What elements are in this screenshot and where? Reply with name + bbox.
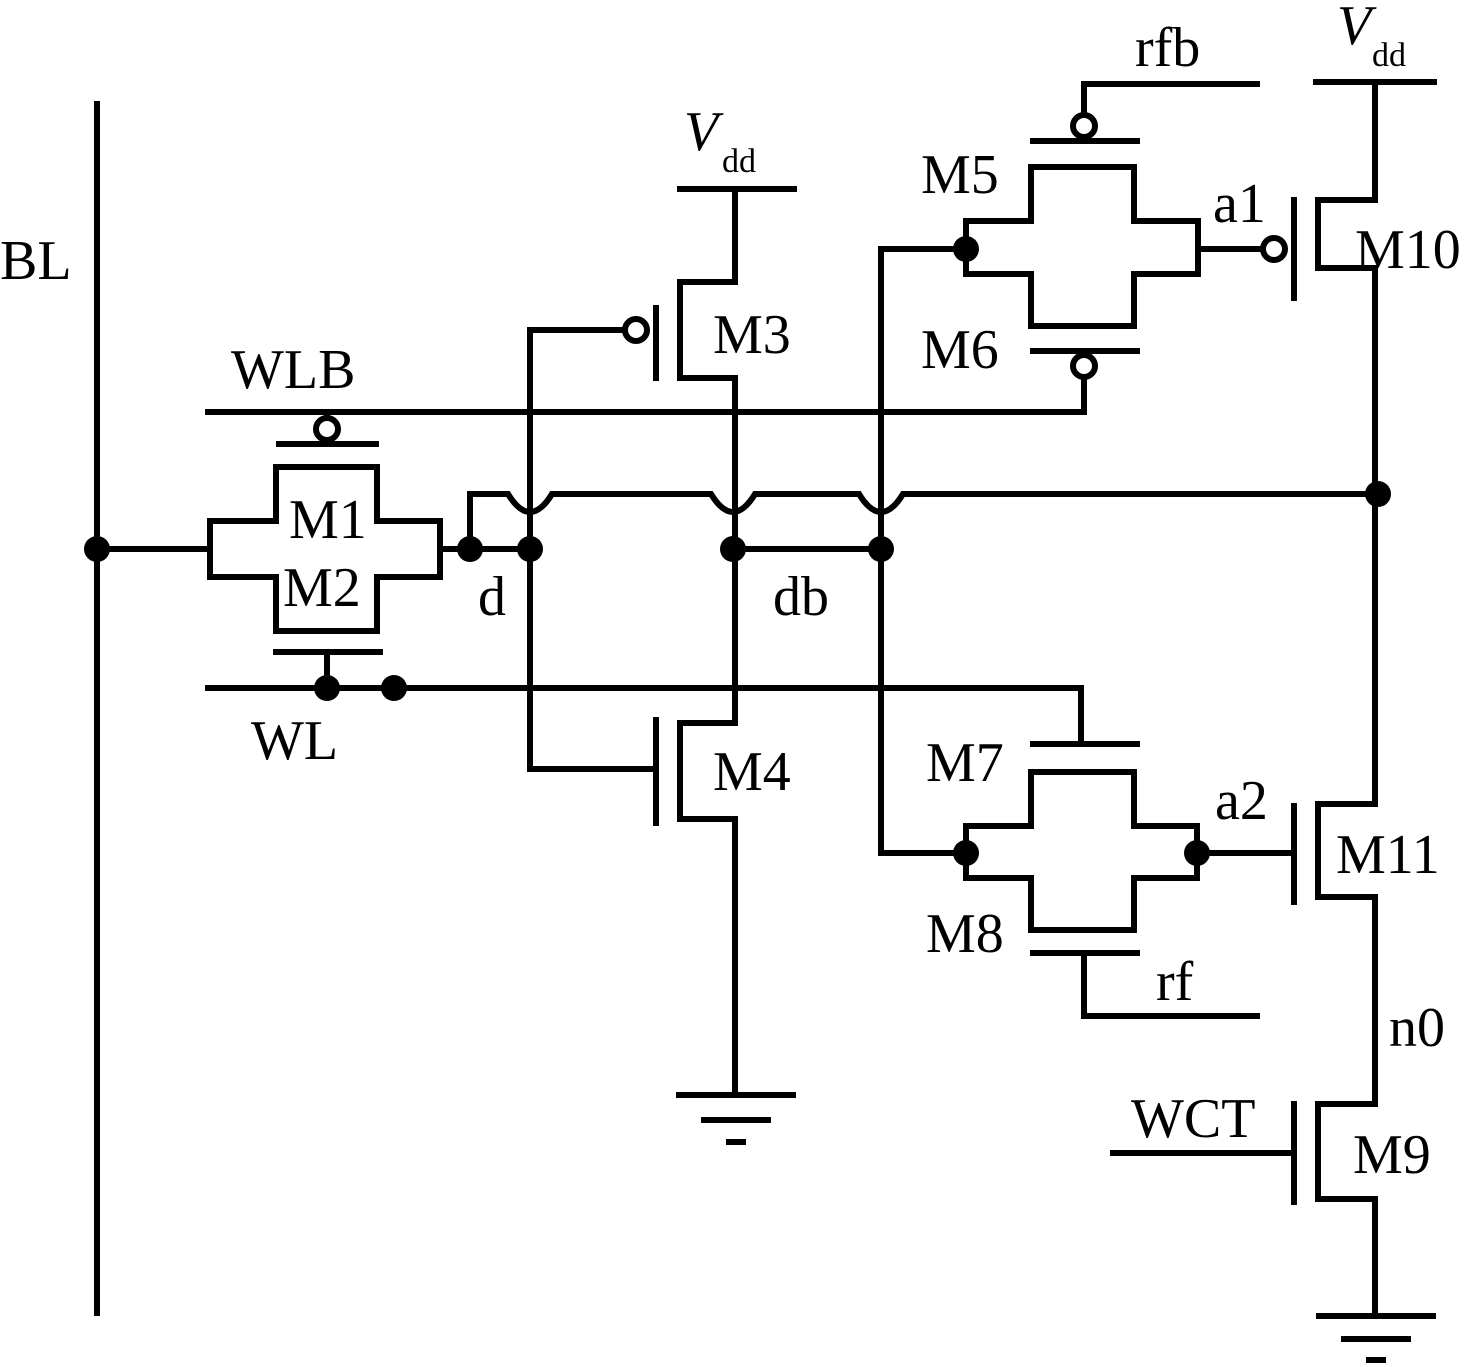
label-refresh: rf [1156, 951, 1194, 1013]
transistor-m3 [622, 186, 797, 381]
transistor-m10 [1195, 79, 1437, 301]
label-node-a2: a2 [1215, 770, 1268, 832]
label-m3: M3 [713, 304, 791, 366]
transistor-m9 [1110, 1101, 1378, 1319]
feedback-line [467, 481, 1391, 552]
transistor-m4 [653, 717, 738, 1098]
label-refresh-bar: rfb [1135, 17, 1200, 79]
transistor-m11 [1194, 801, 1378, 1107]
ground-symbol-right [1316, 1313, 1436, 1363]
label-node-a1: a1 [1213, 173, 1266, 235]
label-m2: M2 [283, 557, 361, 619]
label-m9: M9 [1353, 1124, 1431, 1186]
label-m7: M7 [926, 732, 1004, 794]
ground-symbol-left [676, 1092, 796, 1145]
label-m1: M1 [289, 489, 367, 551]
label-bit-line: BL [0, 230, 72, 292]
label-node-n0: n0 [1389, 997, 1445, 1059]
label-word-line-bar: WLB [231, 339, 355, 401]
label-vdd-m10: V dd [1337, 0, 1406, 74]
label-vdd-m3: V dd [684, 101, 756, 180]
node-d-wiring [437, 327, 659, 772]
label-write-control: WCT [1131, 1088, 1255, 1150]
transmission-gate-m1-m2 [207, 415, 443, 691]
label-node-d: d [478, 566, 506, 628]
label-m6: M6 [921, 319, 999, 381]
word-line-bar [205, 375, 1087, 421]
transmission-gate-m5-m6 [953, 81, 1260, 380]
label-m5: M5 [921, 144, 999, 206]
label-m10: M10 [1355, 219, 1461, 281]
vdd-symbol: V [1337, 0, 1377, 57]
label-node-db: db [773, 566, 829, 628]
label-m4: M4 [713, 741, 791, 803]
vdd-subscript: dd [1372, 37, 1406, 74]
vdd-subscript: dd [722, 143, 756, 180]
label-m11: M11 [1336, 824, 1440, 886]
label-word-line: WL [251, 710, 338, 772]
label-m8: M8 [926, 903, 1004, 965]
vdd-symbol: V [684, 101, 724, 163]
bit-line [84, 101, 213, 1316]
word-line [205, 675, 1084, 746]
